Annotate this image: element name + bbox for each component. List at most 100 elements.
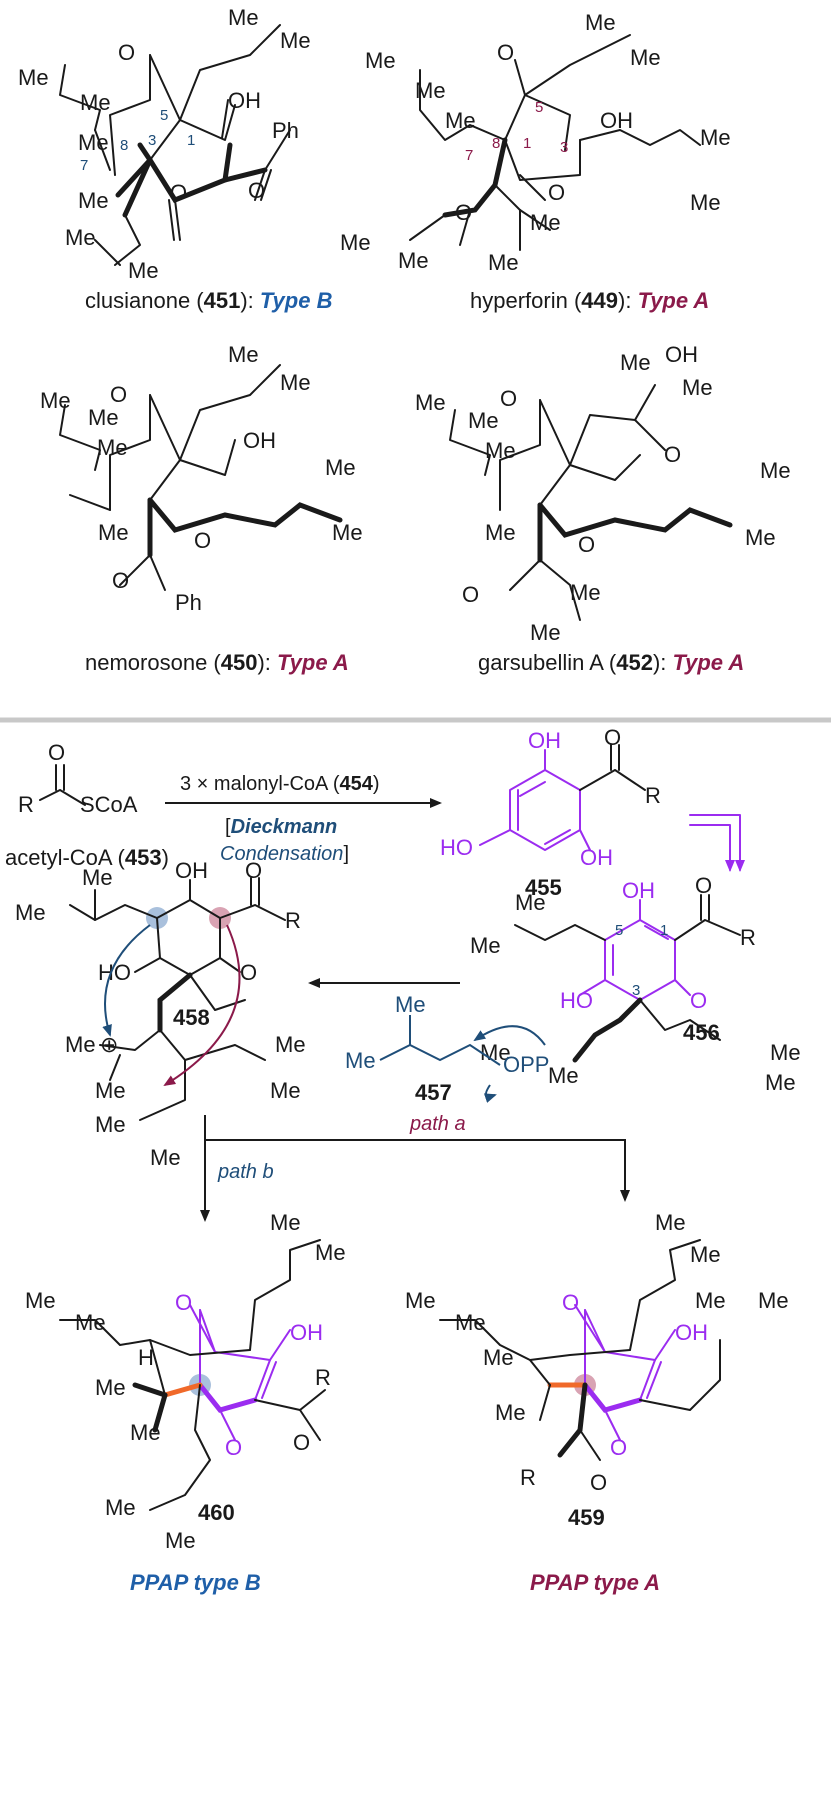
atom-me: Me <box>415 78 446 103</box>
atom-me: Me <box>445 108 476 133</box>
garsubellin-structure: O Me OH Me O Me Me Me Me Me Me O O Me Me <box>415 342 791 645</box>
caption-clusianone: clusianone (451): Type B <box>85 288 333 313</box>
atom-me: Me <box>405 1288 436 1313</box>
atom-me: Me <box>270 1078 301 1103</box>
atom-me: Me <box>485 438 516 463</box>
atom-o: O <box>455 200 472 225</box>
compound-460-structure: O OH O H Me Me Me Me Me Me R O Me Me <box>25 1210 346 1553</box>
atom-o: O <box>548 180 565 205</box>
atom-me: Me <box>88 405 119 430</box>
nemorosone-structure: O Me Me Me Me Me Me OH Me Me O O Ph <box>40 342 363 615</box>
caption-nemorosone: nemorosone (450): Type A <box>85 650 349 675</box>
atom-me: Me <box>105 1495 136 1520</box>
caption-acetyl-coa: acetyl-CoA (453) <box>5 845 169 870</box>
label-460: 460 <box>198 1500 235 1525</box>
atom-me: Me <box>340 230 371 255</box>
atom-me: Me <box>770 1040 801 1065</box>
compound-457-structure: Me Me OPP <box>345 992 549 1103</box>
atom-o: O <box>48 740 65 765</box>
atom-o: O <box>248 178 265 203</box>
locant-7: 7 <box>465 147 473 164</box>
product-type-b-label: PPAP type B <box>130 1570 261 1595</box>
atom-me: Me <box>695 1288 726 1313</box>
atom-o: O <box>245 858 262 883</box>
atom-me: Me <box>65 1032 96 1057</box>
atom-me: Me <box>315 1240 346 1265</box>
label-458: 458 <box>173 1005 210 1030</box>
atom-r: R <box>18 792 34 817</box>
atom-o: O <box>664 442 681 467</box>
locant-7: 7 <box>80 157 88 174</box>
arrow-455-to-456 <box>689 814 745 872</box>
atom-me: Me <box>570 580 601 605</box>
atom-me: Me <box>483 1345 514 1370</box>
atom-me: Me <box>75 1310 106 1335</box>
atom-me: Me <box>95 1078 126 1103</box>
atom-me: Me <box>150 1145 181 1170</box>
clusianone-structure: O Me Me Me Me Me Me OH Ph O O Me Me 5 1 … <box>18 5 311 283</box>
atom-r: R <box>520 1465 536 1490</box>
atom-me: Me <box>332 520 363 545</box>
atom-oh: OH <box>528 728 561 753</box>
atom-me: Me <box>128 258 159 283</box>
compound-456-structure: OH HO O O R Me Me Me Me Me Me 5 1 3 <box>470 873 801 1095</box>
atom-me: Me <box>15 900 46 925</box>
label-path-a: path a <box>409 1113 466 1135</box>
atom-o: O <box>604 725 621 750</box>
locant-5: 5 <box>615 922 623 939</box>
atom-me: Me <box>398 248 429 273</box>
locant-3: 3 <box>560 139 568 156</box>
atom-me: Me <box>82 865 113 890</box>
atom-me: Me <box>270 1210 301 1235</box>
atom-oh: OH <box>675 1320 708 1345</box>
curved-arrow-path-b <box>102 924 151 1037</box>
atom-me: Me <box>765 1070 796 1095</box>
atom-o: O <box>462 582 479 607</box>
atom-oh: OH <box>580 845 613 870</box>
locant-1: 1 <box>187 132 195 149</box>
atom-ph: Ph <box>272 118 299 143</box>
atom-me: Me <box>655 1210 686 1235</box>
atom-me: Me <box>682 375 713 400</box>
atom-o: O <box>112 568 129 593</box>
hyperforin-structure: O Me Me Me Me Me OH Me Me O O Me Me Me M… <box>340 10 731 275</box>
atom-r: R <box>645 783 661 808</box>
atom-me: Me <box>325 455 356 480</box>
atom-o: O <box>610 1435 627 1460</box>
atom-me: Me <box>280 28 311 53</box>
compound-459-structure: O OH O Me Me Me Me Me Me Me Me R O <box>405 1210 789 1495</box>
label-457: 457 <box>415 1080 452 1105</box>
curved-arrow-path-a <box>163 924 241 1087</box>
atom-o: O <box>194 528 211 553</box>
atom-me: Me <box>130 1420 161 1445</box>
locant-1: 1 <box>660 922 668 939</box>
atom-me: Me <box>758 1288 789 1313</box>
atom-o: O <box>690 988 707 1013</box>
branch-arrow-path-a <box>204 1115 630 1202</box>
atom-me: Me <box>455 1310 486 1335</box>
atom-o: O <box>175 1290 192 1315</box>
atom-me: Me <box>488 250 519 275</box>
atom-h: H <box>138 1345 154 1370</box>
atom-ph: Ph <box>175 590 202 615</box>
locant-1: 1 <box>523 135 531 152</box>
atom-oh: OH <box>290 1320 323 1345</box>
atom-me: Me <box>485 520 516 545</box>
atom-me: Me <box>280 370 311 395</box>
atom-scoa: SCoA <box>80 792 138 817</box>
atom-o: O <box>695 873 712 898</box>
atom-r: R <box>285 908 301 933</box>
atom-me: Me <box>228 5 259 30</box>
atom-me: Me <box>18 65 49 90</box>
atom-oh: OH <box>600 108 633 133</box>
label-455: 455 <box>525 875 562 900</box>
atom-o: O <box>170 180 187 205</box>
atom-me: Me <box>630 45 661 70</box>
atom-oh: OH <box>243 428 276 453</box>
locant-8: 8 <box>492 135 500 152</box>
compound-455-structure: OH HO OH O R <box>440 725 661 870</box>
caption-hyperforin: hyperforin (449): Type A <box>470 288 709 313</box>
atom-o: O <box>500 386 517 411</box>
atom-me: Me <box>40 388 71 413</box>
atom-me: Me <box>165 1528 196 1553</box>
